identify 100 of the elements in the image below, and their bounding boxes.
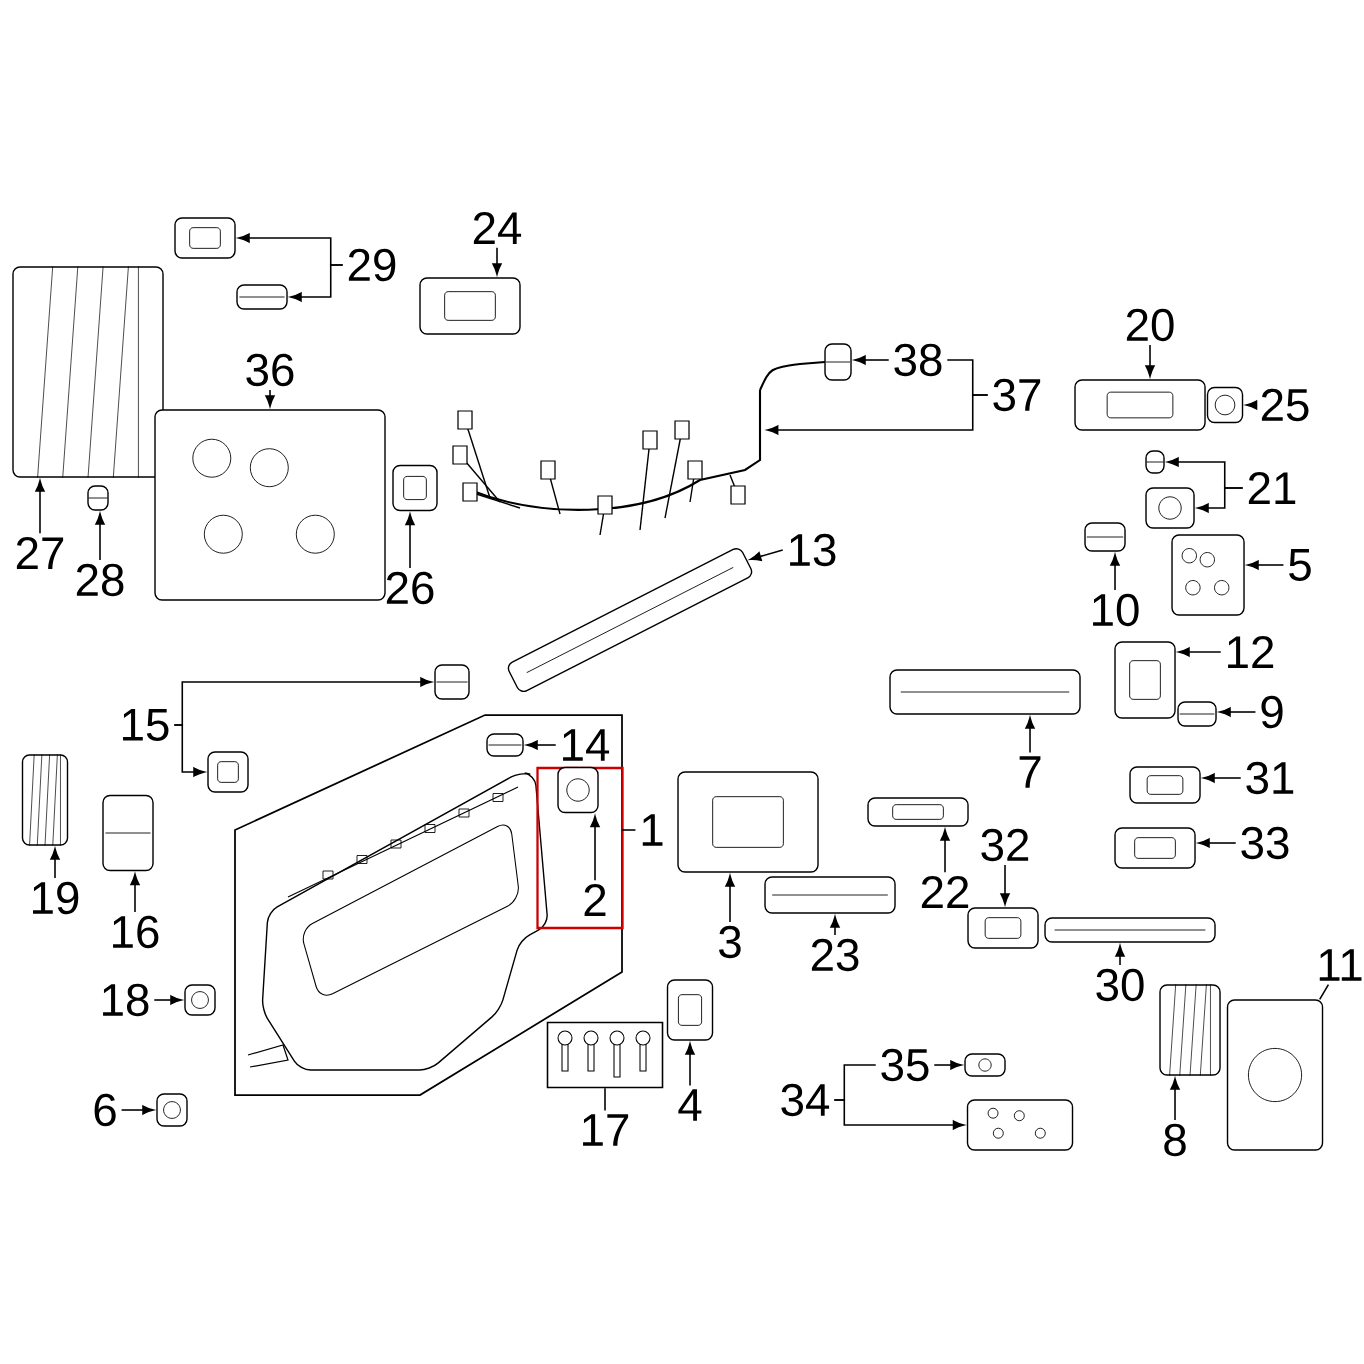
callout-number: 29 [348,248,396,282]
leader-line [290,264,344,302]
leader-line [35,480,45,534]
leader-line [526,740,557,750]
leader-line [1110,554,1120,591]
part-drawing [1226,999,1324,1151]
part-drawing [392,464,438,512]
callout-number: 14 [563,729,610,761]
part-drawing [1114,827,1196,869]
callout-number: 27 [16,537,64,569]
part-drawing [1159,983,1221,1077]
callout-number: 25 [1261,388,1309,422]
part-drawing [236,284,288,310]
leader-line [1318,983,1330,1001]
part-drawing [156,1093,188,1127]
callout-number: 33 [1241,826,1289,860]
callout-number: 24 [473,212,522,244]
part-drawing [677,771,819,873]
parts-box [546,1021,664,1089]
part-drawing [419,277,521,335]
part-drawing [1171,534,1245,616]
leader-line [50,848,60,879]
callout-number: 16 [113,915,159,949]
part-drawing [666,979,714,1041]
leader-line [1203,773,1242,783]
callout-number: 17 [583,1114,629,1146]
leader-line [492,247,502,275]
callout-number: 26 [386,571,434,605]
leader-line [1219,707,1257,717]
callout-number: 8 [1164,1123,1186,1157]
leader-line [621,829,637,831]
callout-number: 36 [246,353,294,387]
callout-number: 22 [921,876,969,908]
part-drawing [889,669,1081,715]
part-drawing [486,733,524,757]
part-drawing [12,265,164,479]
leader-line [1247,560,1285,570]
leader-line [173,724,205,777]
callout-number: 1 [642,814,663,846]
leader-line [153,995,182,1005]
leader-line [766,394,989,435]
part-drawing [964,1053,1006,1077]
part-drawing [1145,487,1195,529]
leader-line [95,513,105,561]
callout-number: 38 [894,343,942,377]
callout-number: 3 [719,925,741,959]
callout-number: 12 [1228,636,1274,668]
callout-number: 28 [76,563,124,597]
leader-line [1197,487,1244,513]
part-drawing [526,566,734,674]
part-drawing [824,343,852,381]
part-drawing [434,664,470,700]
part-drawing [87,485,109,511]
leader-line [833,1099,965,1130]
callout-number: 18 [103,983,149,1017]
leader-line [685,1043,695,1087]
leader-line [604,1087,606,1112]
callout-number: 5 [1289,549,1311,581]
part-drawing [207,751,249,793]
part-drawing [764,876,896,914]
callout-number: 37 [993,378,1041,412]
part-drawing [1206,386,1244,424]
part-drawing [1129,766,1201,804]
callout-number: 15 [123,709,169,741]
callout-number: 34 [781,1083,830,1117]
leader-line [1178,647,1222,657]
leader-line [1198,838,1237,848]
leader-line [265,389,275,407]
leader-line [854,355,890,365]
callout-number: 13 [790,533,836,567]
part-drawing [1145,450,1165,474]
callout-number: 19 [33,881,79,915]
leader-line [405,513,415,569]
part-drawing [154,409,386,601]
part-drawing [174,217,236,259]
part-drawing [557,766,599,814]
callout-number: 35 [881,1048,929,1082]
callout-number: 2 [584,884,606,916]
part-drawing [966,1099,1074,1151]
callout-number: 30 [1096,968,1144,1002]
part-drawing [1084,522,1126,552]
callout-number: 10 [1093,593,1139,627]
callout-number: 31 [1246,761,1294,795]
callout-number: 6 [94,1093,116,1127]
leader-line [940,829,950,873]
leader-line [830,916,840,936]
callout-number: 4 [678,1089,702,1121]
callout-number: 23 [811,938,859,972]
leader-line [749,549,784,562]
callout-number: 9 [1261,695,1283,729]
leader-line [590,815,600,881]
callout-number: 21 [1248,472,1296,504]
part-drawing [1177,701,1217,727]
leader-line [1170,1078,1180,1121]
leader-line [1025,717,1035,754]
leader-line [1000,864,1010,905]
callout-number: 32 [981,828,1029,862]
highlight-box [536,766,624,930]
part-drawing [867,797,969,827]
callout-number: 11 [1319,949,1362,981]
